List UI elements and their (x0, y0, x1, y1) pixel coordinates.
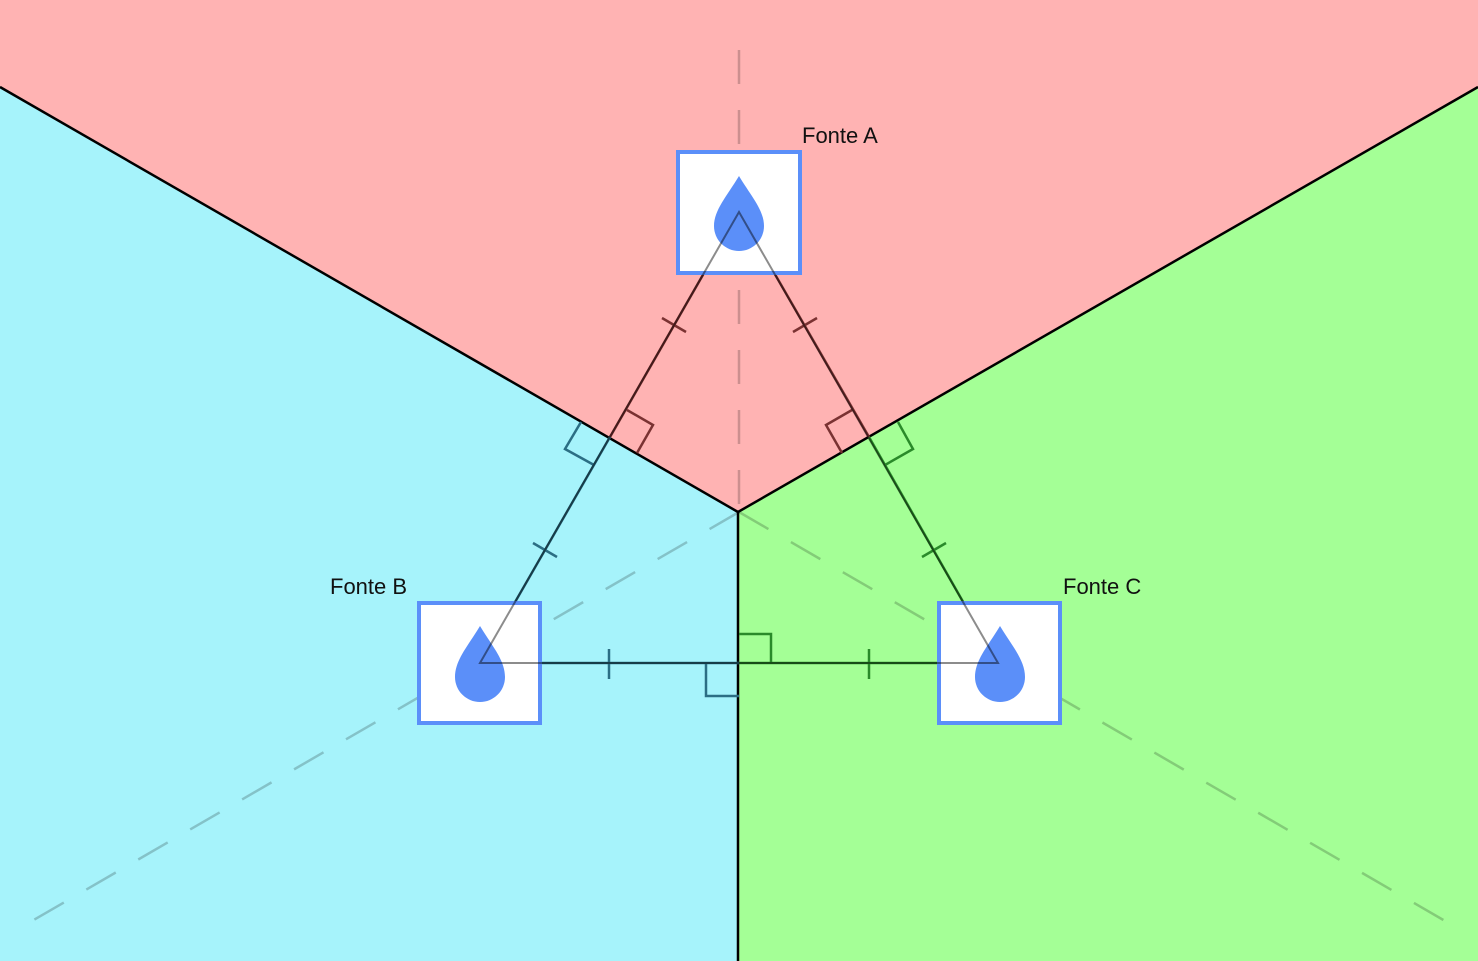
region-fonte-b (0, 87, 738, 961)
source-marker-fonte-c: Fonte C (937, 574, 1141, 725)
right-angle-mark-bc-b-side (704, 663, 739, 698)
source-triangle-overlay (478, 209, 1000, 664)
equal-tick-a-side-ab (661, 316, 687, 334)
source-marker-fonte-b: Fonte B (330, 574, 542, 725)
median-line-c (738, 510, 1453, 927)
right-angle-mark-ab-b-side (563, 421, 595, 467)
source-marker-fonte-a: Fonte A (676, 123, 878, 275)
segment-b-c (480, 632, 998, 698)
equal-tick-a-side-ac (792, 316, 818, 334)
equal-tick-b-side-ab (532, 541, 558, 559)
voronoi-boundaries (0, 85, 1478, 961)
right-angle-mark-bc-c-side (739, 632, 773, 663)
boundary-ab (0, 85, 739, 514)
fonte-c-label: Fonte C (1063, 574, 1141, 599)
construction-lines (24, 50, 1453, 927)
right-angle-mark-ac-a-side (824, 408, 853, 454)
water-drop-icon (455, 626, 505, 702)
fonte-a-label: Fonte A (802, 123, 878, 148)
fonte-b-label: Fonte B (330, 574, 407, 599)
right-angle-mark-ac-c-side (884, 421, 915, 467)
water-drop-icon (714, 176, 764, 251)
boundary-ac (737, 85, 1478, 514)
region-fonte-c (738, 87, 1478, 961)
equal-tick-c-side-ac (921, 541, 947, 559)
median-line-b (24, 510, 740, 927)
water-drop-icon (975, 626, 1025, 702)
right-angle-mark-ab-a-side (626, 408, 655, 454)
